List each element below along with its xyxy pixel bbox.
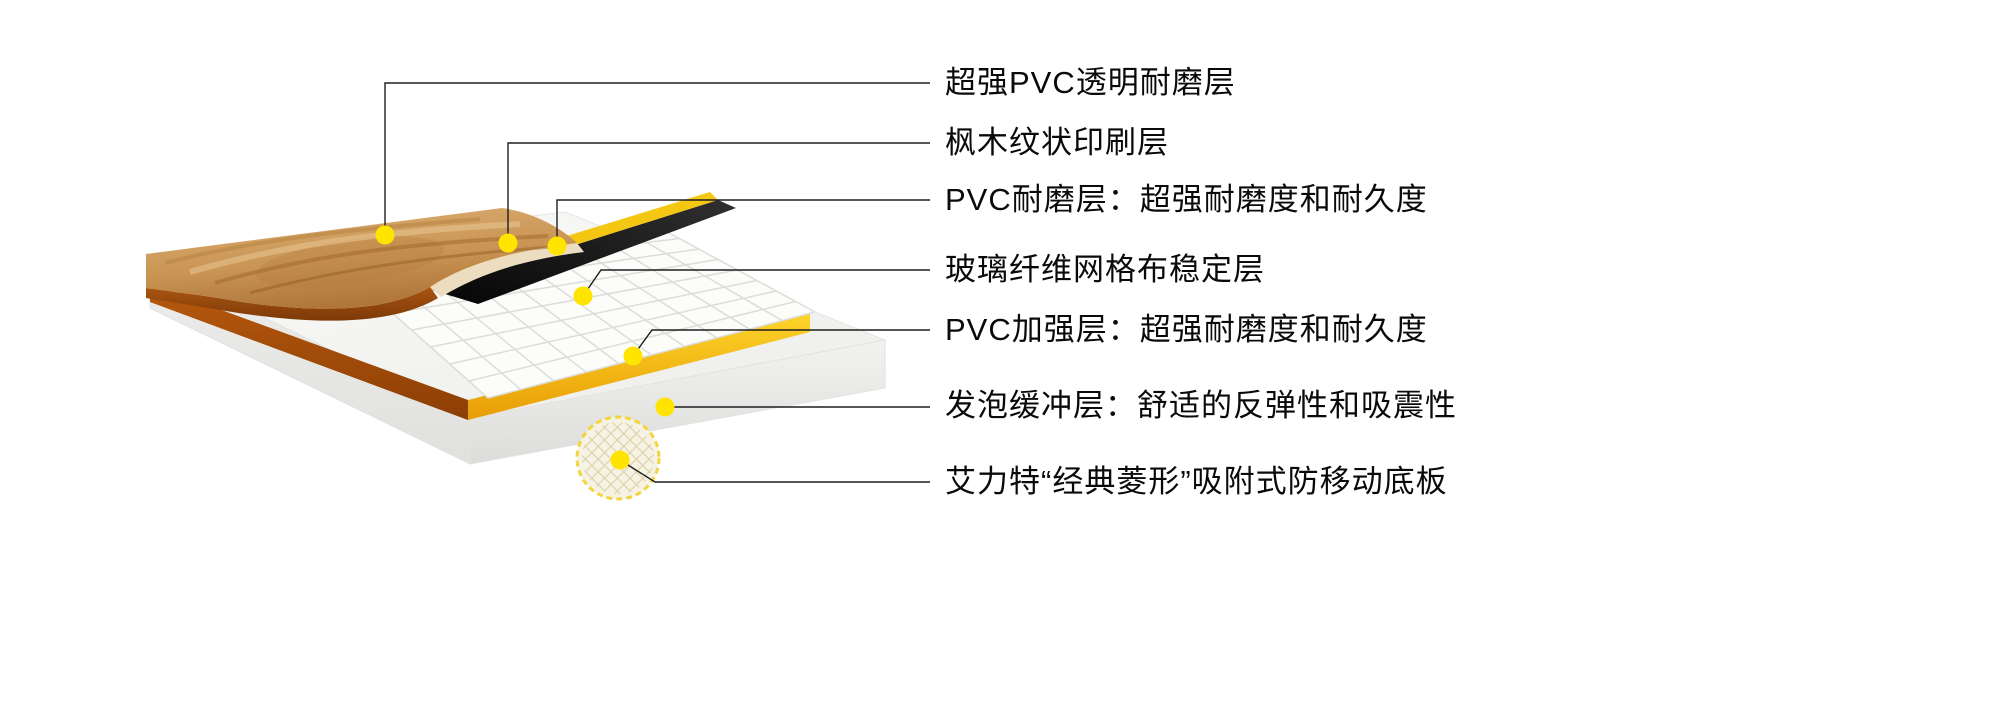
wood-curl-underside — [430, 243, 584, 297]
leader-line-4 — [582, 269, 930, 297]
marker-dot-4 — [573, 286, 593, 306]
reinforce-left-edge — [150, 284, 468, 420]
wood-grain-stroke-1 — [164, 217, 481, 265]
leader-line-1 — [384, 82, 930, 235]
marker-dot-5 — [623, 346, 643, 366]
marker-dot-6 — [655, 397, 675, 417]
layer-label-maple-print: 枫木纹状印刷层 — [945, 125, 1169, 160]
pvc-reinforce-layer — [150, 284, 810, 420]
wood-grain-stroke-3 — [249, 244, 566, 295]
layer-label-wear-transparent: 超强PVC透明耐磨层 — [945, 65, 1236, 100]
layer-label-fiberglass-mesh: 玻璃纤维网格布稳定层 — [945, 252, 1265, 287]
layer-label-diamond-base: 艾力特“经典菱形”吸附式防移动底板 — [945, 464, 1448, 499]
marker-dot-1 — [375, 225, 395, 245]
leader-line-7 — [619, 459, 930, 483]
wood-top-face — [146, 208, 577, 309]
wood-front-edge — [146, 287, 438, 321]
marker-dot-2 — [498, 233, 518, 253]
marker-dot-7 — [610, 450, 630, 470]
reinforce-front-edge — [468, 312, 810, 420]
marker-dots — [375, 225, 675, 470]
marker-dot-3 — [547, 236, 567, 256]
layer-label-pvc-reinforce: PVC加强层：超强耐磨度和耐久度 — [945, 312, 1428, 347]
leader-line-3 — [556, 199, 930, 246]
leader-lines — [384, 82, 930, 483]
wood-grain-highlight — [189, 221, 521, 275]
leader-line-2 — [507, 142, 930, 243]
leader-line-5 — [632, 329, 930, 357]
layer-label-pvc-wear: PVC耐磨层：超强耐磨度和耐久度 — [945, 182, 1428, 217]
layer-label-foam-cushion: 发泡缓冲层：舒适的反弹性和吸震性 — [945, 388, 1457, 423]
